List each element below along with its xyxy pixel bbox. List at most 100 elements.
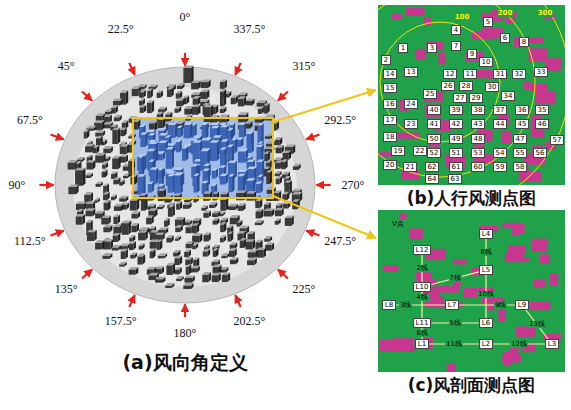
building-face [112,130,117,144]
building-roof [176,98,185,101]
building [166,147,174,169]
building-roof [201,205,207,208]
point-number: 56 [534,149,546,157]
point-number: 12 [444,70,456,78]
measure-point-box: 8 [519,37,528,47]
building-side [161,167,164,186]
building-face [119,182,122,186]
building-roof [200,149,210,152]
building-roof [148,204,156,207]
building-side [232,145,235,163]
point-number: 19 [392,147,404,155]
measure-point-box: 24 [404,99,418,109]
building [209,140,219,161]
building-roof [103,146,113,149]
distance-rings [378,5,565,185]
building-face [113,180,118,185]
building-face [175,238,178,240]
building-roof [155,266,164,269]
building-roof [220,147,227,150]
building-face [258,109,261,114]
building-roof [141,193,148,196]
measure-point-box: 52 [427,148,441,158]
building-face [275,221,278,225]
point-number: 31 [494,70,506,78]
measure-point-box: 7 [451,41,460,51]
building [192,104,200,114]
building [230,242,238,249]
building-roof [266,160,272,163]
building-roof [220,218,228,221]
building-face [131,226,136,233]
measure-point-box: 11 [463,69,477,79]
wind-angle-label: 202.5° [233,315,265,328]
building-roof [228,174,234,177]
building-roof [247,167,256,170]
building [119,179,125,185]
building-roof [258,142,264,145]
building-roof [174,167,184,170]
line-label: 8线 [479,249,492,256]
building [264,236,272,242]
building-face [166,265,172,275]
building [282,192,289,201]
building-face [87,232,94,241]
building-footprint [447,363,456,372]
wind-arrow [278,92,288,101]
building-face [212,171,216,179]
building-face [147,103,152,113]
building-roof [238,93,247,96]
building-face [113,101,120,105]
building-face [138,233,145,241]
building-roof [177,121,185,124]
building-face [86,175,91,178]
building [276,176,282,184]
building [120,128,126,137]
building-face [212,275,219,282]
building-face [84,195,90,203]
building-roof [220,125,229,128]
building-roof [200,99,209,102]
building-face [204,235,209,241]
building-face [238,99,244,107]
building-roof [95,153,105,156]
building [218,211,225,216]
building-roof [93,145,100,148]
point-number: 4 [452,26,459,34]
point-number: L11 [414,319,431,327]
point-number: 2 [382,56,389,64]
point-number: L1 [416,340,428,348]
building-roof [202,123,209,126]
building-roof [177,126,183,129]
building-roof [292,189,302,192]
building [137,254,145,264]
building-roof [213,191,220,194]
building-roof [147,149,156,152]
measure-point-box: 4 [451,25,460,35]
building-face [231,98,236,104]
building-roof [245,121,252,124]
building-face [132,89,139,96]
building-roof [219,165,226,168]
building-roof [103,225,112,228]
building-face [238,206,243,211]
building [174,256,182,265]
building [213,248,219,257]
building-side [171,147,174,169]
label-anchor: 67.5° [17,114,43,127]
building-side [190,123,193,139]
building [130,252,137,258]
building-side [244,123,247,138]
building-face [104,203,108,211]
building [96,182,103,187]
building [264,208,274,216]
building-roof [168,123,177,126]
building-face [166,238,171,243]
building [94,198,100,203]
building [102,162,108,169]
building-roof [213,135,223,138]
measure-point-box: 2 [381,55,390,65]
building-roof [174,256,182,258]
point-number: 6 [501,34,508,42]
